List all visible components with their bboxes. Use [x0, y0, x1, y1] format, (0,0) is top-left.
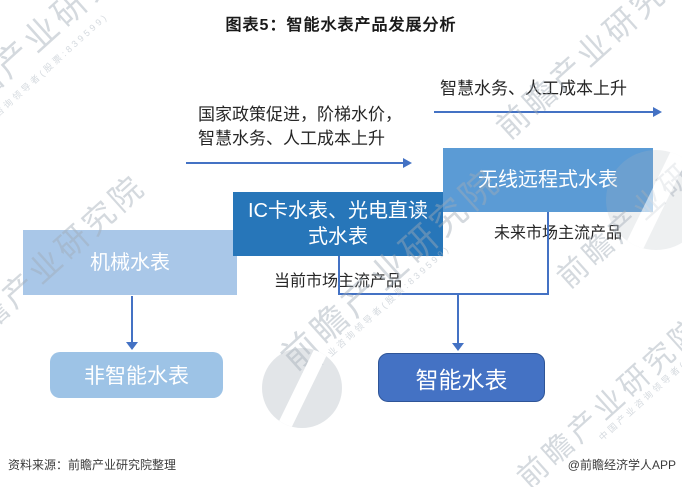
driver-annotation-stage3: 智慧水务、人工成本上升	[440, 79, 627, 98]
stage-sublabel-current-mainstream: 当前市场主流产品	[233, 267, 443, 291]
arrow-shaft	[457, 295, 459, 344]
arrow-head-icon	[452, 343, 464, 351]
driver-annotation-line2: 智慧水务、人工成本上升	[198, 129, 385, 148]
driver-annotation-stage2: 国家政策促进，阶梯水价， 智慧水务、人工成本上升	[198, 103, 402, 151]
connector-horizontal	[338, 293, 549, 295]
outcome-label: 非智能水表	[84, 365, 189, 388]
outcome-box-non-smart-meter: 非智能水表	[50, 352, 223, 398]
driver-annotation-line1: 国家政策促进，阶梯水价，	[198, 105, 402, 124]
watermark-logo-icon	[262, 348, 342, 428]
stage-box-wireless-remote-meter: 无线远程式水表	[443, 148, 653, 212]
arrow-head-icon	[653, 107, 662, 117]
outcome-label: 智能水表	[415, 366, 508, 393]
page-title: 图表5：智能水表产品发展分析	[225, 17, 457, 34]
stage-label-line1: IC卡水表、光电直读	[248, 200, 428, 222]
down-arrow-to-smart	[452, 295, 465, 352]
stage-label: 机械水表	[90, 251, 170, 274]
stage-box-ic-card-meter: IC卡水表、光电直读 式水表	[233, 192, 443, 256]
app-credit: @前瞻经济学人APP	[567, 458, 676, 472]
stage-label-line2: 式水表	[308, 226, 368, 248]
arrow-head-icon	[403, 158, 412, 168]
right-arrow	[434, 107, 662, 117]
source-note: 资料来源：前瞻产业研究院整理	[8, 458, 177, 472]
connector-vertical-ic	[338, 256, 340, 295]
watermark-subtext: 中国产业咨询领导者(股票:839599)	[596, 302, 682, 443]
arrow-shaft	[186, 162, 404, 164]
stage-label: 无线远程式水表	[478, 169, 618, 191]
connector-vertical-wireless	[547, 212, 549, 295]
right-arrow	[186, 158, 412, 168]
down-arrow-to-non-smart	[126, 296, 139, 351]
arrow-shaft	[131, 296, 133, 343]
arrow-head-icon	[126, 342, 138, 350]
arrow-shaft	[434, 111, 654, 113]
stage-sublabel-future-mainstream: 未来市场主流产品	[493, 225, 622, 242]
outcome-box-smart-meter: 智能水表	[378, 353, 545, 402]
stage-box-mechanical-meter: 机械水表	[23, 230, 237, 295]
